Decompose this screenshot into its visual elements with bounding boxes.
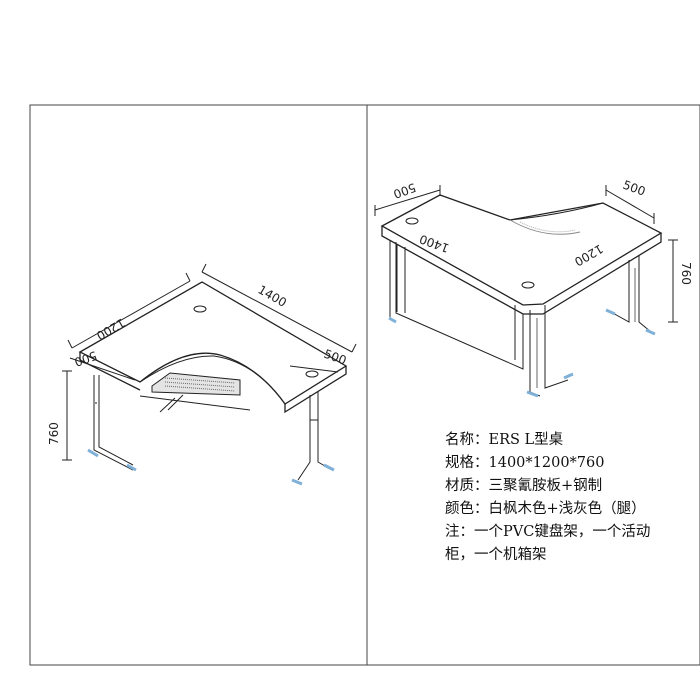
spec-block: 名称：ERS L型桌 规格：1400*1200*760 材质：三聚氰胺板+钢制 … [445,429,695,567]
left-dim-length-a: 1200 [94,315,127,342]
right-dim-height: 760 [679,262,693,285]
left-leg-back [93,375,134,471]
left-leg-mid [159,394,184,413]
spec-note-line2: 柜，一个机箱架 [445,547,547,563]
modesty-panel [395,242,524,370]
spec-size: 规格：1400*1200*760 [445,455,605,471]
right-leg-center [529,305,569,397]
left-dim-length-b: 1400 [256,282,289,309]
right-desktop-outline [380,194,663,306]
right-dim-length-a: 1400 [418,232,451,256]
left-desk-drawing [62,263,357,486]
left-dim-height: 760 [47,422,61,445]
right-leg-right [610,255,652,333]
spec-color: 颜色：白枫木色+浅灰色（腿） [445,501,646,517]
right-dim-length-b: 1200 [572,241,605,268]
left-dim-depth-b: 500 [322,347,348,368]
spec-note-line1: 注：一个PVC键盘架，一个活动 [445,524,651,540]
right-dim-depth-b: 500 [621,178,647,199]
keyboard-tray [151,372,241,396]
right-panel-frame [366,104,700,666]
spec-name: 名称：ERS L型桌 [445,432,564,448]
right-leg-left [389,240,398,318]
spec-material: 材质：三聚氰胺板+钢制 [445,478,603,494]
right-desk-drawing [374,185,678,398]
